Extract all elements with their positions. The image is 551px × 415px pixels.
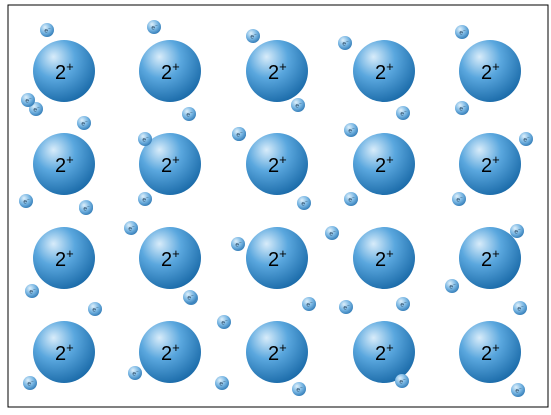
metal-ion: 2+: [139, 227, 201, 289]
metal-ion: 2+: [33, 40, 95, 102]
electron: e−: [297, 196, 311, 210]
electron: e−: [302, 297, 316, 311]
electron: e−: [88, 302, 102, 316]
electron: e−: [455, 25, 469, 39]
metal-ion: 2+: [33, 321, 95, 383]
electron: e−: [455, 101, 469, 115]
electron: e−: [138, 192, 152, 206]
metal-ions: 2+2+2+2+2+2+2+2+2+2+2+2+2+2+2+2+2+2+2+2+: [33, 40, 521, 383]
metal-ion: 2+: [139, 321, 201, 383]
electron: e−: [246, 29, 260, 43]
electron: e−: [510, 224, 524, 238]
electron: e−: [231, 237, 245, 251]
electron: e−: [344, 123, 358, 137]
electron: e−: [452, 192, 466, 206]
metal-ion: 2+: [459, 227, 521, 289]
electron: e−: [344, 192, 358, 206]
electron: e−: [395, 374, 409, 388]
electron: e−: [138, 132, 152, 146]
electron: e−: [339, 300, 353, 314]
metal-ion: 2+: [459, 133, 521, 195]
metal-ion: 2+: [246, 227, 308, 289]
metal-ion: 2+: [353, 133, 415, 195]
electron: e−: [124, 221, 138, 235]
electron: e−: [77, 116, 91, 130]
electron: e−: [128, 366, 142, 380]
electron: e−: [23, 376, 37, 390]
electron: e−: [292, 382, 306, 396]
metal-ion: 2+: [459, 321, 521, 383]
metal-ion: 2+: [139, 40, 201, 102]
electron: e−: [147, 20, 161, 34]
electron: e−: [325, 226, 339, 240]
metal-ion: 2+: [459, 40, 521, 102]
metal-ion: 2+: [353, 40, 415, 102]
electron: e−: [445, 279, 459, 293]
electron: e−: [182, 107, 196, 121]
electron: e−: [396, 106, 410, 120]
electron: e−: [183, 290, 197, 304]
electron: e−: [338, 36, 352, 50]
metal-ion: 2+: [353, 321, 415, 383]
electron: e−: [21, 93, 35, 107]
electron: e−: [215, 376, 229, 390]
metal-ion: 2+: [246, 321, 308, 383]
electron: e−: [513, 301, 527, 315]
electron: e−: [519, 132, 533, 146]
electron: e−: [25, 284, 39, 298]
metal-ion: 2+: [246, 133, 308, 195]
electron: e−: [511, 383, 525, 397]
metal-ion: 2+: [33, 227, 95, 289]
electron: e−: [291, 98, 305, 112]
electron: e−: [79, 201, 93, 215]
electron: e−: [19, 194, 33, 208]
metal-ion: 2+: [246, 40, 308, 102]
electron: e−: [40, 23, 54, 37]
metal-ion: 2+: [33, 133, 95, 195]
electron: e−: [217, 315, 231, 329]
electron: e−: [396, 297, 410, 311]
metal-ion: 2+: [353, 227, 415, 289]
electron: e−: [232, 127, 246, 141]
